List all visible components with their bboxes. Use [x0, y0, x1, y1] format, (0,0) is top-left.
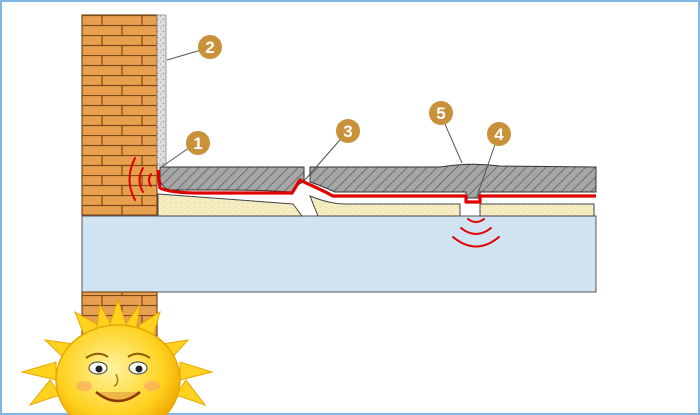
callout-5-label: 5 — [436, 104, 445, 123]
sun-face-icon — [20, 298, 214, 415]
callout-5: 5 — [429, 101, 453, 125]
screed-right — [309, 163, 597, 199]
callout-2: 2 — [198, 35, 222, 59]
callout-1-label: 1 — [193, 134, 202, 153]
callout-2-label: 2 — [205, 38, 214, 57]
sound-waves-icon — [128, 157, 152, 201]
screed-left — [159, 166, 305, 193]
insulation-layer-right — [309, 195, 595, 217]
callout-3: 3 — [336, 119, 360, 143]
callout-4: 4 — [487, 122, 511, 146]
callout-4-label: 4 — [494, 125, 504, 144]
callout-1: 1 — [186, 131, 210, 155]
brick-wall-upper — [81, 14, 158, 216]
callout-3-label: 3 — [343, 122, 352, 141]
floor-slab — [81, 215, 597, 293]
plaster-layer — [156, 14, 167, 166]
insulation-layer-left — [157, 193, 303, 217]
waterproofing-membrane — [156, 169, 596, 204]
sound-waves-floor-icon — [452, 218, 500, 248]
